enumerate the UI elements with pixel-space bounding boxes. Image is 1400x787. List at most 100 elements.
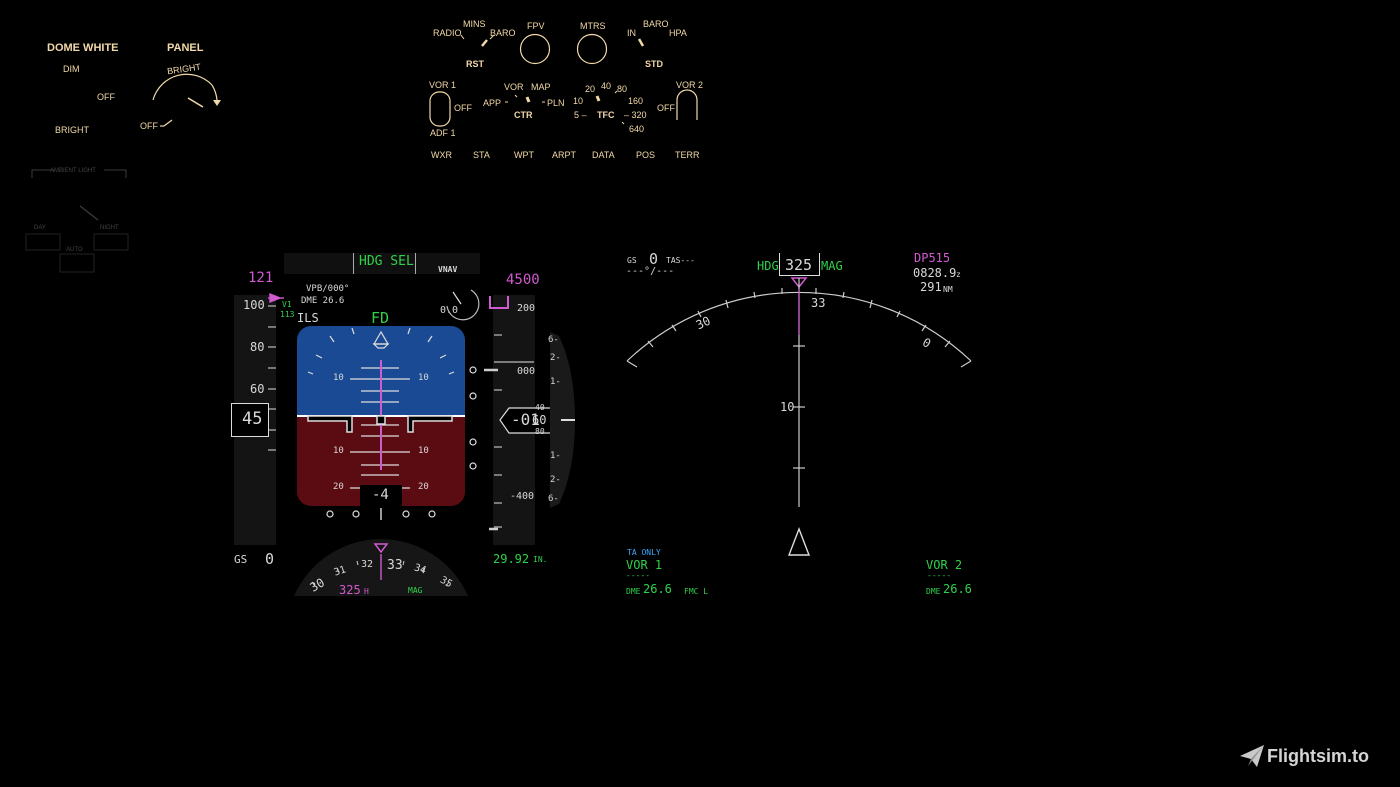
v1-value: 113 [280, 310, 295, 319]
speed-tick-80: 80 [250, 340, 265, 354]
nd-heading-value: 325 [785, 256, 813, 274]
pitch-label-10-down-left: 10 [333, 446, 344, 456]
panel-label: PANEL [167, 42, 204, 54]
pfd-mag-label: MAG [408, 586, 423, 595]
ambient-auto-label: AUTO [66, 247, 83, 253]
nd-ta-only: TA ONLY [627, 548, 661, 557]
vor1-adf1-switch[interactable] [429, 90, 453, 130]
mode-vor-label: VOR [504, 82, 524, 92]
speed-tick-100: 100 [243, 298, 265, 312]
nd-compass-arc [626, 277, 972, 556]
ambient-light-label: AMBIENT LIGHT [50, 168, 96, 174]
alt-tick-000: 000 [517, 366, 536, 377]
baro-selector-knob[interactable] [635, 36, 655, 56]
nd-dme2-value: 26.6 [943, 582, 972, 596]
efis-baro-label: BARO [490, 28, 516, 38]
fma-hdg-sel: HDG SEL [359, 254, 414, 269]
vor2-adf2-switch[interactable] [675, 89, 699, 124]
speed-tape-ticks [268, 292, 284, 451]
wxr-button[interactable]: WXR [431, 150, 452, 160]
nd-tas-label: TAS--- [666, 256, 695, 265]
range-5-label: 5 – [574, 110, 587, 120]
alt-roll-current: 60 [532, 413, 547, 427]
alt-roll-top: 40 [535, 403, 545, 412]
dome-dim-label: DIM [63, 64, 80, 74]
pfd-selected-heading: 325 [339, 583, 361, 597]
mode-ctr-label: CTR [514, 110, 533, 120]
range-10-label: 10 [573, 96, 584, 106]
vs-readout: 0.0 [440, 305, 459, 316]
fma-bar [284, 253, 480, 274]
watermark-text: Flightsim.to [1267, 746, 1369, 766]
baro-unit: IN. [533, 555, 548, 564]
attitude-symbology [307, 327, 477, 520]
pitch-label-20-left: 20 [333, 482, 344, 492]
wpt-button[interactable]: WPT [514, 150, 534, 160]
fd-annunciator: FD [371, 309, 390, 327]
arpt-button[interactable]: ARPT [552, 150, 577, 160]
nd-dme2-label: DME [926, 587, 941, 596]
vsi-label-2-up: 2- [550, 353, 561, 363]
nd-hdg-label: HDG [757, 259, 779, 273]
efis-baro2-label: BARO [643, 19, 669, 29]
efis-mins-label: MINS [463, 19, 486, 29]
fma-vnav: VNAV [438, 265, 458, 274]
efis-in-label: IN [627, 28, 636, 38]
range-160-label: 160 [628, 96, 644, 106]
mode-pln-label: PLN [547, 98, 565, 108]
sta-button[interactable]: STA [473, 150, 490, 160]
nd-active-waypoint: DP515 [914, 251, 951, 265]
nd-dme1-value: 26.6 [643, 582, 672, 596]
vsi-label-6-down: 6- [548, 494, 559, 504]
nd-gs-label: GS [627, 256, 637, 265]
efis-mtrs-label: MTRS [580, 21, 606, 31]
pitch-label-10-up-right: 10 [418, 373, 429, 383]
efis-off1-label: OFF [454, 103, 472, 113]
efis-fpv-label: FPV [527, 21, 545, 31]
pitch-label-10-down-right: 10 [418, 446, 429, 456]
mins-selector-knob[interactable] [460, 30, 500, 60]
data-button[interactable]: DATA [592, 150, 615, 160]
vsi-label-6-up: 6- [548, 335, 559, 345]
range-80-label: 80 [617, 84, 628, 94]
efis-map-buttons: WXR STA WPT ARPT DATA POS TERR [420, 150, 710, 164]
dome-off-label: OFF [97, 92, 115, 102]
current-altitude: -01 [511, 410, 540, 429]
vpb-readout: VPB/000° [306, 284, 350, 294]
nd-distance-unit: NM [943, 285, 953, 294]
nd-vor2-label: VOR 2 [926, 558, 963, 572]
panel-knob-arc[interactable] [140, 60, 230, 150]
mtrs-button[interactable] [576, 33, 608, 65]
terr-button[interactable]: TERR [675, 150, 700, 160]
range-20-label: 20 [585, 84, 596, 94]
efis-vor2-label: VOR 2 [676, 80, 704, 90]
ambient-day-label: DAY [34, 225, 46, 231]
mode-selector-knob[interactable] [505, 92, 545, 112]
range-selector-knob[interactable] [580, 88, 625, 128]
alt-tick-200: 200 [517, 303, 536, 314]
efis-rst-label: RST [466, 59, 484, 69]
speed-tick-60: 60 [250, 382, 265, 396]
fpv-button[interactable] [519, 33, 551, 65]
range-320-label: – 320 [624, 110, 647, 120]
pfd-gs-label: GS [234, 553, 248, 566]
vsi-label-2-down: 2- [550, 475, 561, 485]
ils-label: ILS [297, 311, 319, 325]
panel-off-label: OFF [140, 121, 158, 131]
speed-readout-box [231, 403, 269, 437]
pfd-gs-value: 0 [265, 550, 275, 568]
nd-heading-box [779, 253, 820, 276]
pitch-label-20-right: 20 [418, 482, 429, 492]
ambient-night-label: NIGHT [100, 225, 119, 231]
nd-distance: 291 [920, 280, 942, 294]
nd-wind: ---°/--- [626, 266, 675, 277]
nd-vor2-ident: ----- [927, 571, 952, 580]
mode-map-label: MAP [531, 82, 551, 92]
range-640-label: 640 [629, 124, 645, 134]
pos-button[interactable]: POS [636, 150, 656, 160]
current-speed: 45 [242, 409, 263, 429]
vsi-label-1-down: 1- [550, 451, 561, 461]
baro-setting: 29.92 [493, 552, 530, 566]
dome-bright-label: BRIGHT [55, 125, 90, 135]
range-tfc-label: TFC [597, 110, 615, 120]
